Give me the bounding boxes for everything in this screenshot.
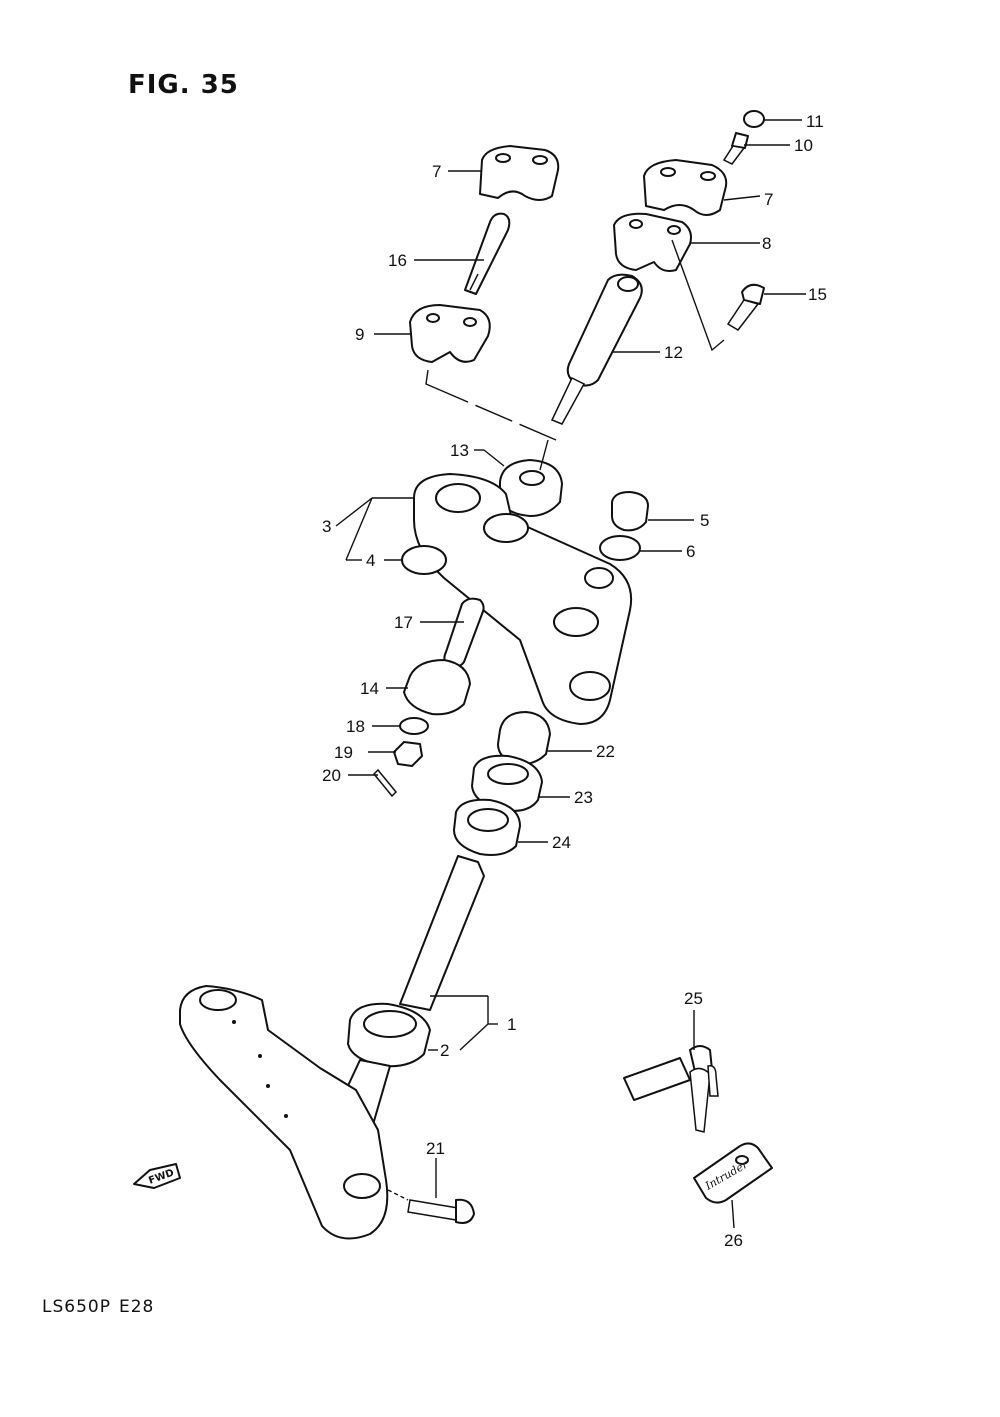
socket-bolt bbox=[726, 283, 765, 331]
steering-bracket-lower bbox=[179, 985, 389, 1240]
callout-7-right: 7 bbox=[764, 190, 773, 209]
callout-15: 15 bbox=[808, 285, 827, 304]
callout-4: 4 bbox=[366, 551, 375, 570]
callout-numbers: 1 2 3 4 5 6 7 7 8 9 10 11 12 13 14 15 16… bbox=[322, 112, 827, 1250]
model-name: LS650P bbox=[42, 1297, 111, 1317]
callout-5: 5 bbox=[700, 511, 709, 530]
mount-pin bbox=[443, 597, 485, 669]
callout-14: 14 bbox=[360, 679, 379, 698]
callout-13: 13 bbox=[450, 441, 469, 460]
rubber-bushing bbox=[403, 659, 471, 716]
cotter-pin bbox=[372, 768, 398, 798]
callout-20: 20 bbox=[322, 766, 341, 785]
handlebar-damper-rod bbox=[550, 273, 643, 425]
callout-11: 11 bbox=[806, 112, 824, 131]
bolt-cap-set bbox=[722, 110, 765, 165]
callout-10: 10 bbox=[794, 136, 813, 155]
callout-6: 6 bbox=[686, 542, 695, 561]
handlebar-clamp-upper-right bbox=[643, 159, 728, 216]
figure-title: FIG. 35 bbox=[128, 70, 239, 100]
washer-left bbox=[401, 545, 447, 575]
callout-2: 2 bbox=[440, 1041, 449, 1060]
callout-18: 18 bbox=[346, 717, 365, 736]
callout-12: 12 bbox=[664, 343, 683, 362]
washer-small bbox=[399, 717, 429, 735]
callout-leaders bbox=[335, 119, 806, 1229]
bolt-handlebar-holder bbox=[464, 212, 511, 295]
callout-25: 25 bbox=[684, 989, 703, 1008]
callout-22: 22 bbox=[596, 742, 615, 761]
ignition-switch bbox=[623, 1045, 719, 1133]
steering-bracket-upper bbox=[413, 473, 632, 725]
pinch-bolt bbox=[407, 1198, 475, 1224]
model-code: LS650P E28 bbox=[42, 1297, 154, 1317]
callout-19: 19 bbox=[334, 743, 353, 762]
callout-1: 1 bbox=[507, 1015, 516, 1034]
castle-nut bbox=[393, 741, 423, 767]
region-code: E28 bbox=[118, 1297, 155, 1317]
washer-right bbox=[599, 535, 641, 561]
callout-26: 26 bbox=[724, 1231, 743, 1250]
callout-24: 24 bbox=[552, 833, 571, 852]
callout-7-left: 7 bbox=[432, 162, 441, 181]
callout-21: 21 bbox=[426, 1139, 445, 1158]
forward-direction-arrow: FWD bbox=[133, 1163, 181, 1189]
handlebar-clamp-upper-left bbox=[479, 145, 560, 201]
key-plate: Intruder bbox=[693, 1142, 773, 1204]
callout-8: 8 bbox=[762, 234, 771, 253]
callout-23: 23 bbox=[574, 788, 593, 807]
callout-9: 9 bbox=[355, 325, 364, 344]
callout-3: 3 bbox=[322, 517, 331, 536]
cap-nut bbox=[611, 491, 649, 532]
callout-17: 17 bbox=[394, 613, 413, 632]
steering-bearing bbox=[453, 798, 521, 856]
callout-16: 16 bbox=[388, 251, 407, 270]
rubber-cushion bbox=[499, 459, 563, 517]
handlebar-holder-left bbox=[409, 304, 491, 363]
handlebar-holder-right bbox=[613, 212, 692, 272]
